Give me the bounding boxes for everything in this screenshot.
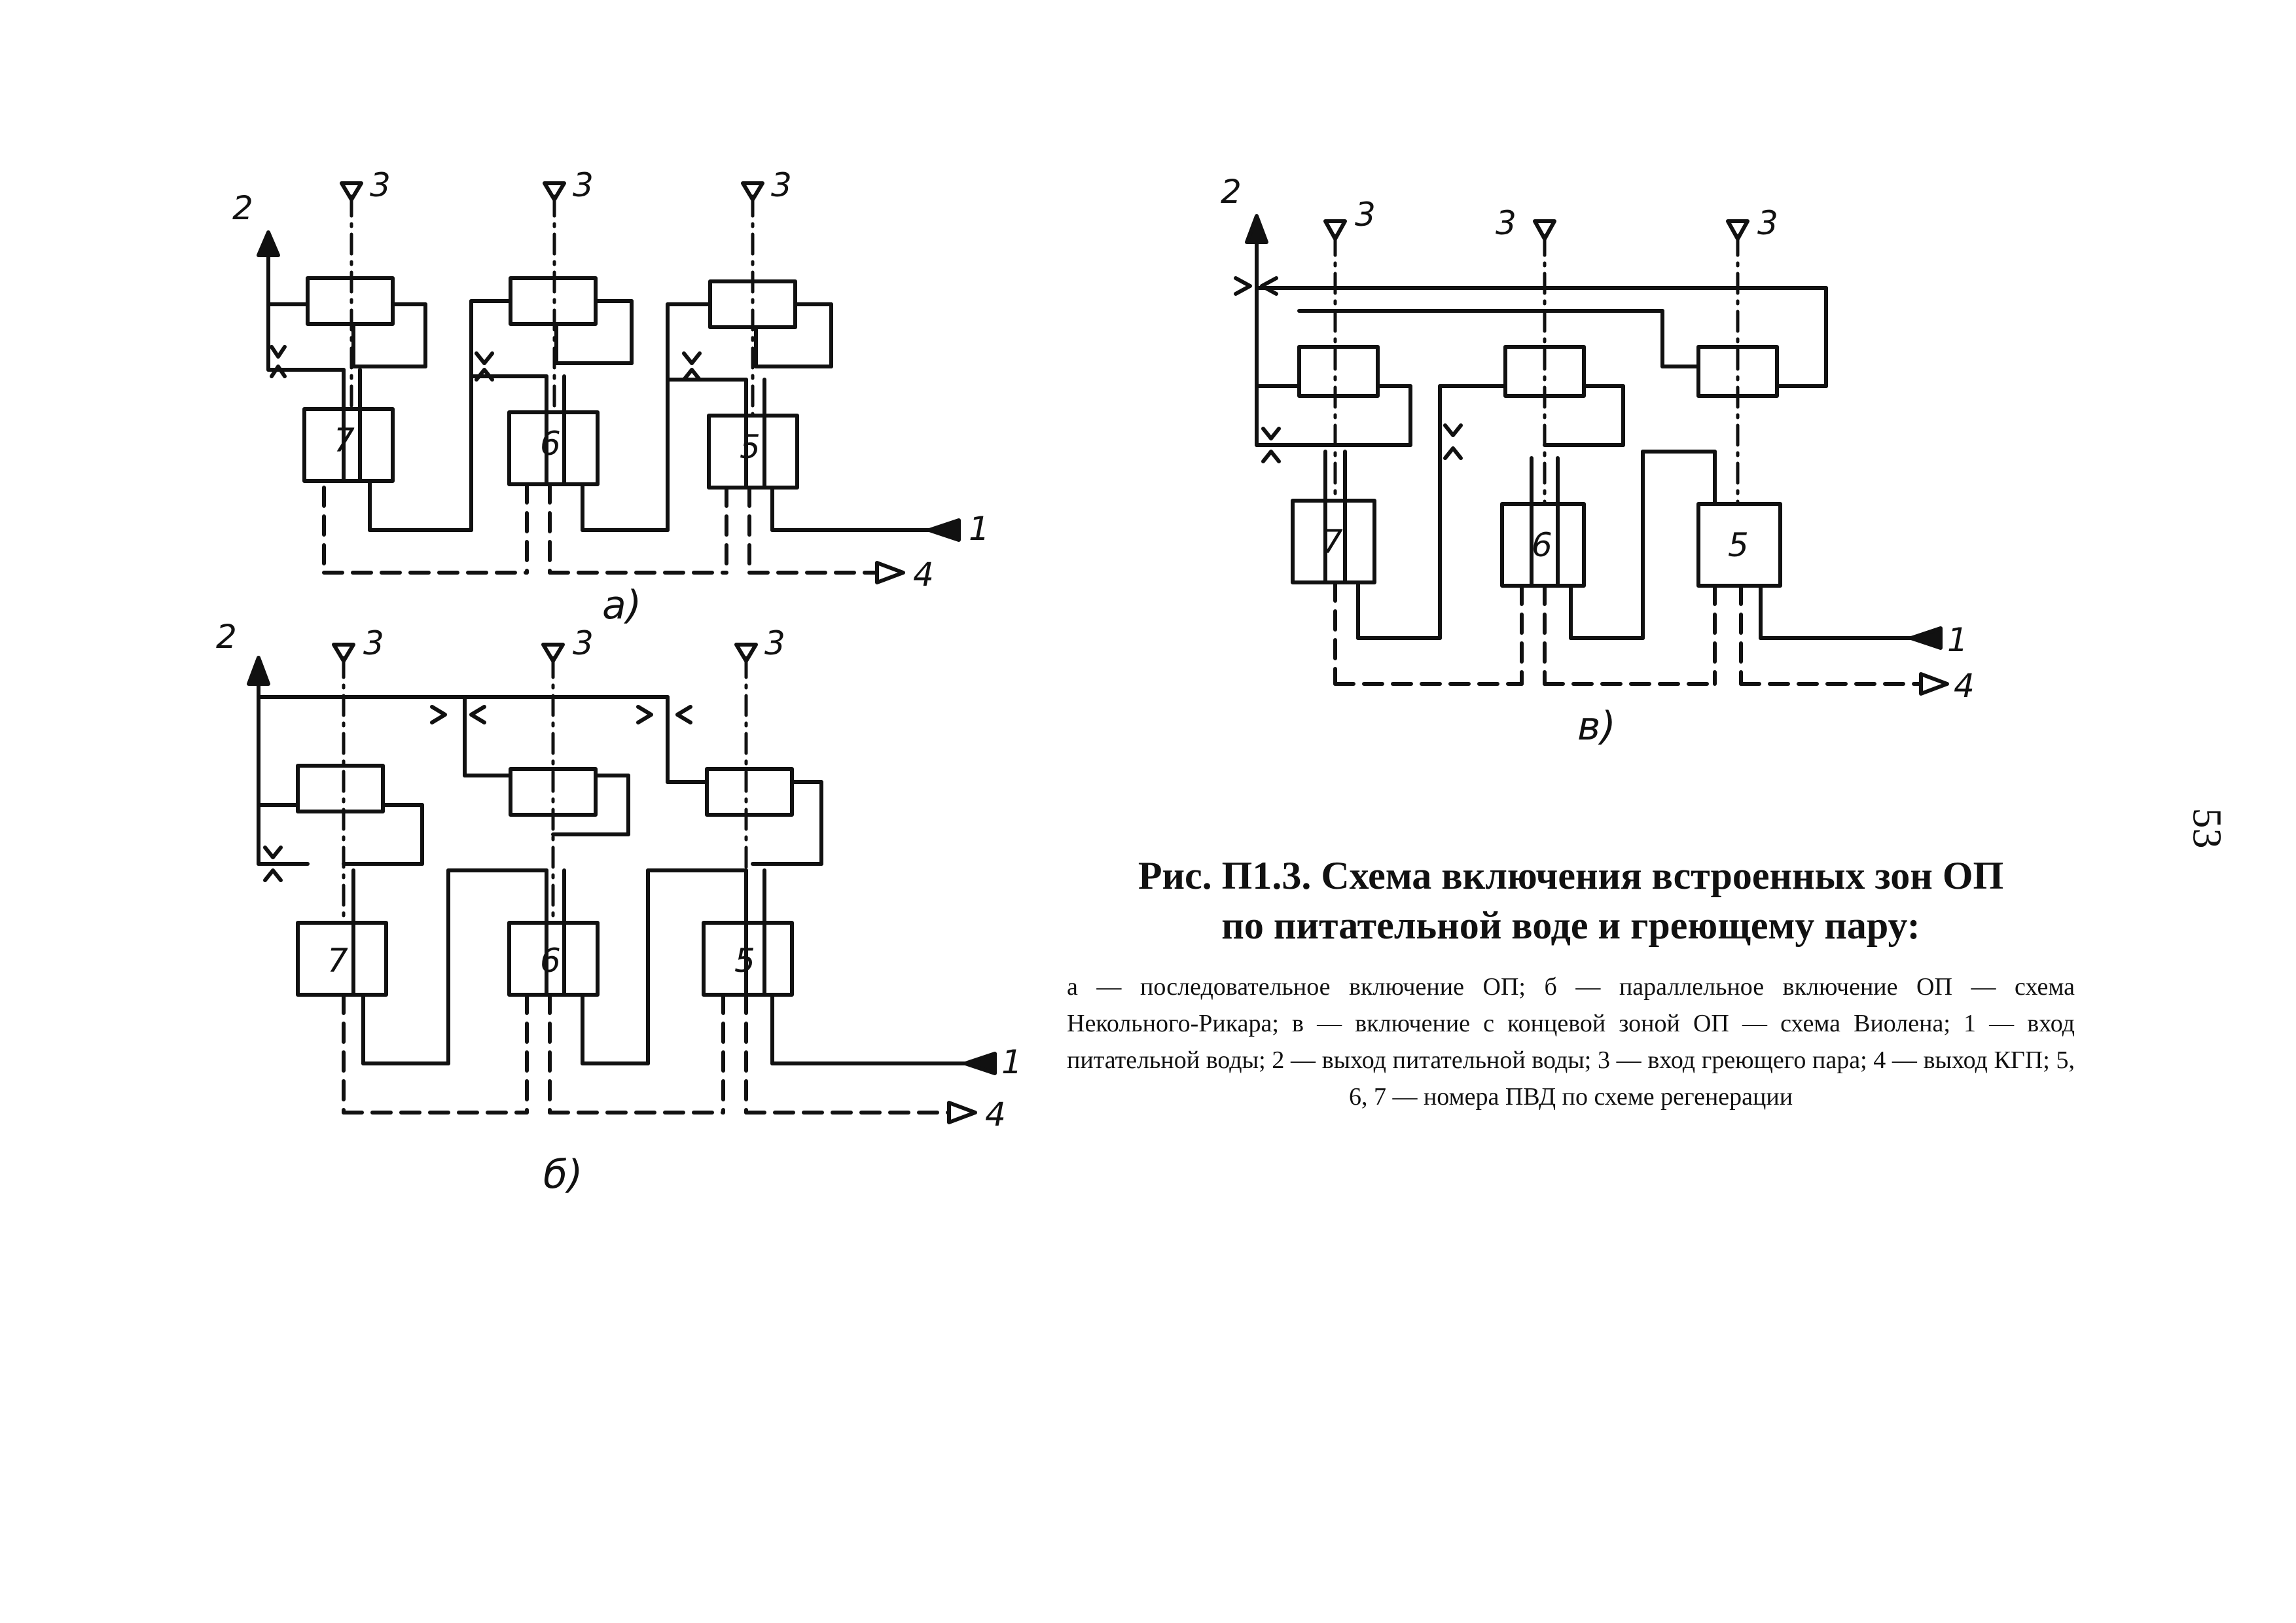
label-v-heater-6: 6: [1532, 526, 1552, 564]
label-b-feedwater-in: 1: [1001, 1043, 1022, 1081]
caption-title-line2: по питательной воде и греющему пару:: [1221, 904, 1920, 947]
heater-b-6: [507, 921, 600, 997]
label-b-steam-in-5: 3: [764, 624, 785, 662]
caption-title: Рис. П1.3. Схема включения встроенных зо…: [1067, 851, 2075, 950]
caption-legend: а — последовательное включение ОП; б — п…: [1067, 973, 2075, 1111]
label-a-steam-in-7: 3: [370, 166, 391, 204]
label-b-heater-5: 5: [734, 942, 755, 980]
drain-cooler-v-7: [1297, 345, 1380, 398]
drain-cooler-b-5: [705, 767, 794, 817]
drain-cooler-b-7: [296, 764, 385, 813]
heater-a-6: [507, 410, 600, 486]
label-v-feedwater-out: 2: [1221, 173, 1242, 211]
label-b-condensate-out: 4: [985, 1096, 1006, 1133]
caption-title-line1: Рис. П1.3. Схема включения встроенных зо…: [1138, 854, 2004, 897]
label-v-feedwater-in: 1: [1947, 621, 1968, 659]
diagram-b: [247, 643, 997, 1124]
label-v-heater-7: 7: [1322, 523, 1343, 561]
diagram-v-label: в): [1577, 704, 1616, 749]
label-b-heater-7: 7: [327, 942, 348, 980]
label-a-feedwater-in: 1: [969, 510, 990, 548]
label-v-condensate-out: 4: [1954, 667, 1975, 705]
label-a-feedwater-out: 2: [232, 189, 253, 227]
label-a-condensate-out: 4: [913, 556, 934, 594]
figure-caption: Рис. П1.3. Схема включения встроенных зо…: [1067, 851, 2075, 1115]
label-a-heater-6: 6: [540, 425, 561, 463]
label-b-steam-in-7: 3: [363, 624, 384, 662]
label-a-heater-7: 7: [334, 421, 355, 459]
heater-a-7: [302, 407, 395, 483]
label-a-heater-5: 5: [740, 428, 761, 466]
label-b-heater-6: 6: [540, 942, 561, 980]
label-b-feedwater-out: 2: [216, 618, 237, 656]
label-v-steam-in-6: 3: [1496, 204, 1516, 242]
diagram-v: [1234, 214, 1949, 696]
label-b-steam-in-6: 3: [573, 624, 594, 662]
label-v-heater-5: 5: [1728, 526, 1749, 564]
label-v-steam-in-5: 3: [1757, 204, 1778, 242]
label-v-steam-in-7: 3: [1355, 196, 1376, 234]
page-number: 53: [2184, 808, 2229, 849]
label-a-steam-in-5: 3: [771, 166, 792, 204]
diagram-a-label: а): [602, 582, 641, 628]
label-a-steam-in-6: 3: [573, 166, 594, 204]
diagram-b-label: б): [543, 1152, 583, 1198]
diagram-a: [257, 181, 961, 584]
